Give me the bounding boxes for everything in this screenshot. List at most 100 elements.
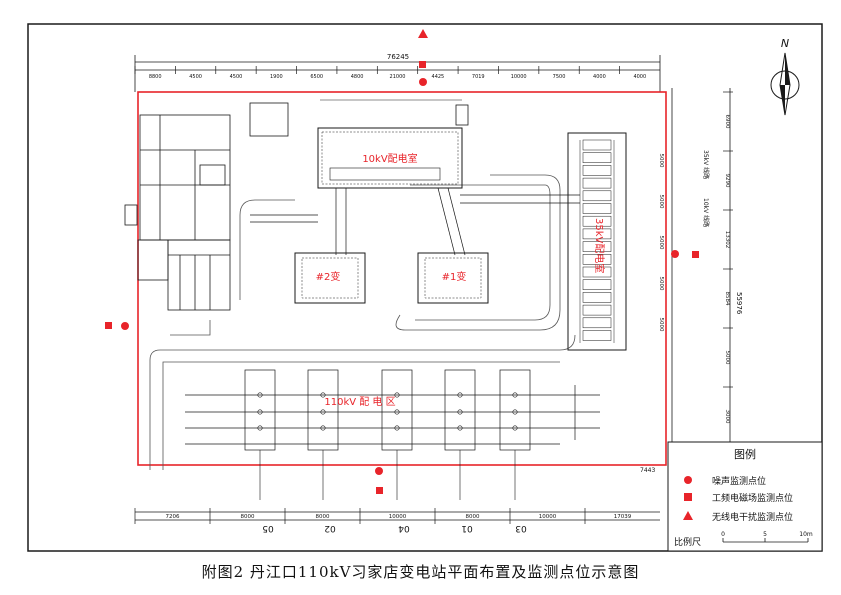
emf-point-left	[105, 322, 112, 329]
legend: 图例 噪声监测点位 工频电磁场监测点位 无线电干扰监测点位 比例尺 0 5 10…	[667, 441, 823, 552]
cable-trenches	[250, 187, 580, 256]
scale-tick-10m: 10m	[799, 531, 813, 538]
35kv-switchgear-cells	[582, 139, 612, 341]
yard-110kv	[185, 394, 560, 445]
legend-triangle-icon	[683, 511, 693, 520]
scale-tick-5: 5	[763, 531, 767, 538]
switchgear-cell	[582, 317, 612, 329]
bottom-dim-label: 17039	[614, 514, 632, 520]
switchgear-cell	[582, 215, 612, 227]
line-tag-35kv: 35kV 线路	[702, 150, 710, 179]
switchgear-cell	[582, 279, 612, 290]
label-110kv-yard: 110kV 配 电 区	[324, 395, 395, 408]
switchgear-cell	[582, 190, 612, 202]
right-dim-label: 9290	[724, 174, 730, 188]
right-total-dim: 55976	[735, 292, 743, 315]
emf-point-right	[692, 251, 699, 258]
top-dim-label: 4800	[351, 74, 364, 80]
line-tag-10kv: 10kV 线路	[702, 198, 710, 227]
right-dim-label: 8584	[724, 292, 730, 306]
bay-labels: 05 02 04 01 03	[262, 523, 526, 533]
scale-tick-0: 0	[721, 531, 725, 538]
scale-label: 比例尺	[674, 536, 701, 548]
yard-insulator	[512, 425, 518, 431]
legend-radio-label: 无线电干扰监测点位	[712, 511, 793, 523]
north-label: N	[781, 37, 789, 50]
bottom-total-dim: 7443	[640, 467, 655, 474]
transformer-2	[294, 252, 366, 304]
site-boundary	[137, 91, 667, 466]
inner-dim-label: 5000	[658, 195, 664, 209]
switchgear-cell	[582, 304, 612, 316]
yard-bays	[244, 369, 531, 500]
emf-point-bottom	[376, 487, 383, 494]
bay-label: 01	[461, 523, 472, 533]
monitoring-points	[105, 29, 699, 494]
label-transformer-1: #1变	[442, 270, 467, 283]
label-10kv-room: 10kV配电室	[362, 152, 417, 165]
noise-point-top	[419, 78, 427, 86]
top-dim-label: 7019	[472, 74, 485, 80]
legend-square-icon	[684, 493, 692, 501]
yard-insulator	[257, 392, 263, 398]
bottom-dim-label: 8000	[241, 514, 255, 520]
bay-label: 03	[515, 523, 526, 533]
auxiliary-room	[249, 102, 289, 137]
bottom-dimension-block	[135, 511, 660, 521]
yard-insulator	[257, 409, 263, 415]
left-building	[124, 114, 231, 311]
switchgear-cell	[582, 165, 612, 176]
bottom-dim-label: 10000	[389, 514, 407, 520]
transformer-1	[417, 252, 489, 304]
building-35kv-room	[567, 132, 627, 351]
noise-point-left	[121, 322, 129, 330]
north-arrow-icon	[770, 52, 800, 116]
switchgear-cell	[582, 254, 612, 265]
switchgear-cell	[582, 152, 612, 163]
legend-noise-label: 噪声监测点位	[712, 475, 766, 487]
switchgear-cell	[582, 203, 612, 214]
right-dim-label: 5000	[724, 351, 730, 365]
top-dimension-block	[134, 55, 661, 92]
switchgear-cell	[582, 177, 612, 189]
right-dim-label: 3000	[724, 410, 730, 424]
inner-dim-label: 5000	[658, 277, 664, 291]
right-dimension-block	[671, 88, 731, 446]
inner-dim-label: 5000	[658, 154, 664, 168]
emf-point-top	[419, 61, 426, 68]
top-dim-label: 10000	[511, 74, 527, 80]
legend-circle-icon	[684, 476, 692, 484]
inner-dimension-segments: 5000 5000 5000 5000 5000	[658, 154, 664, 332]
top-dim-label: 1900	[270, 74, 283, 80]
inner-dim-label: 5000	[658, 236, 664, 250]
legend-title: 图例	[734, 447, 756, 461]
yard-insulator	[512, 409, 518, 415]
yard-insulator	[394, 392, 400, 398]
site-roads	[149, 174, 576, 470]
legend-emf-label: 工频电磁场监测点位	[712, 492, 793, 504]
noise-point-bottom	[375, 467, 383, 475]
bottom-dim-label: 8000	[466, 514, 480, 520]
yard-insulator	[457, 425, 463, 431]
yard-insulator	[320, 425, 326, 431]
top-dim-label: 6500	[310, 74, 323, 80]
trench-marker	[455, 104, 469, 126]
yard-insulator	[320, 409, 326, 415]
top-dim-label: 4425	[432, 74, 445, 80]
inner-dim-label: 5000	[658, 318, 664, 332]
bottom-dim-label: 10000	[539, 514, 557, 520]
bay-label: 04	[398, 523, 410, 533]
bay-label: 05	[262, 523, 273, 533]
yard-insulator	[457, 392, 463, 398]
switchgear-cell	[582, 266, 612, 278]
switchgear-cell	[582, 139, 612, 151]
top-dim-label: 8800	[149, 74, 162, 80]
bay-label: 02	[324, 523, 335, 533]
top-dim-label: 4500	[189, 74, 202, 80]
yard-insulator	[257, 425, 263, 431]
bottom-dim-label: 7206	[166, 514, 180, 520]
yard-insulator	[457, 409, 463, 415]
yard-insulator	[394, 409, 400, 415]
